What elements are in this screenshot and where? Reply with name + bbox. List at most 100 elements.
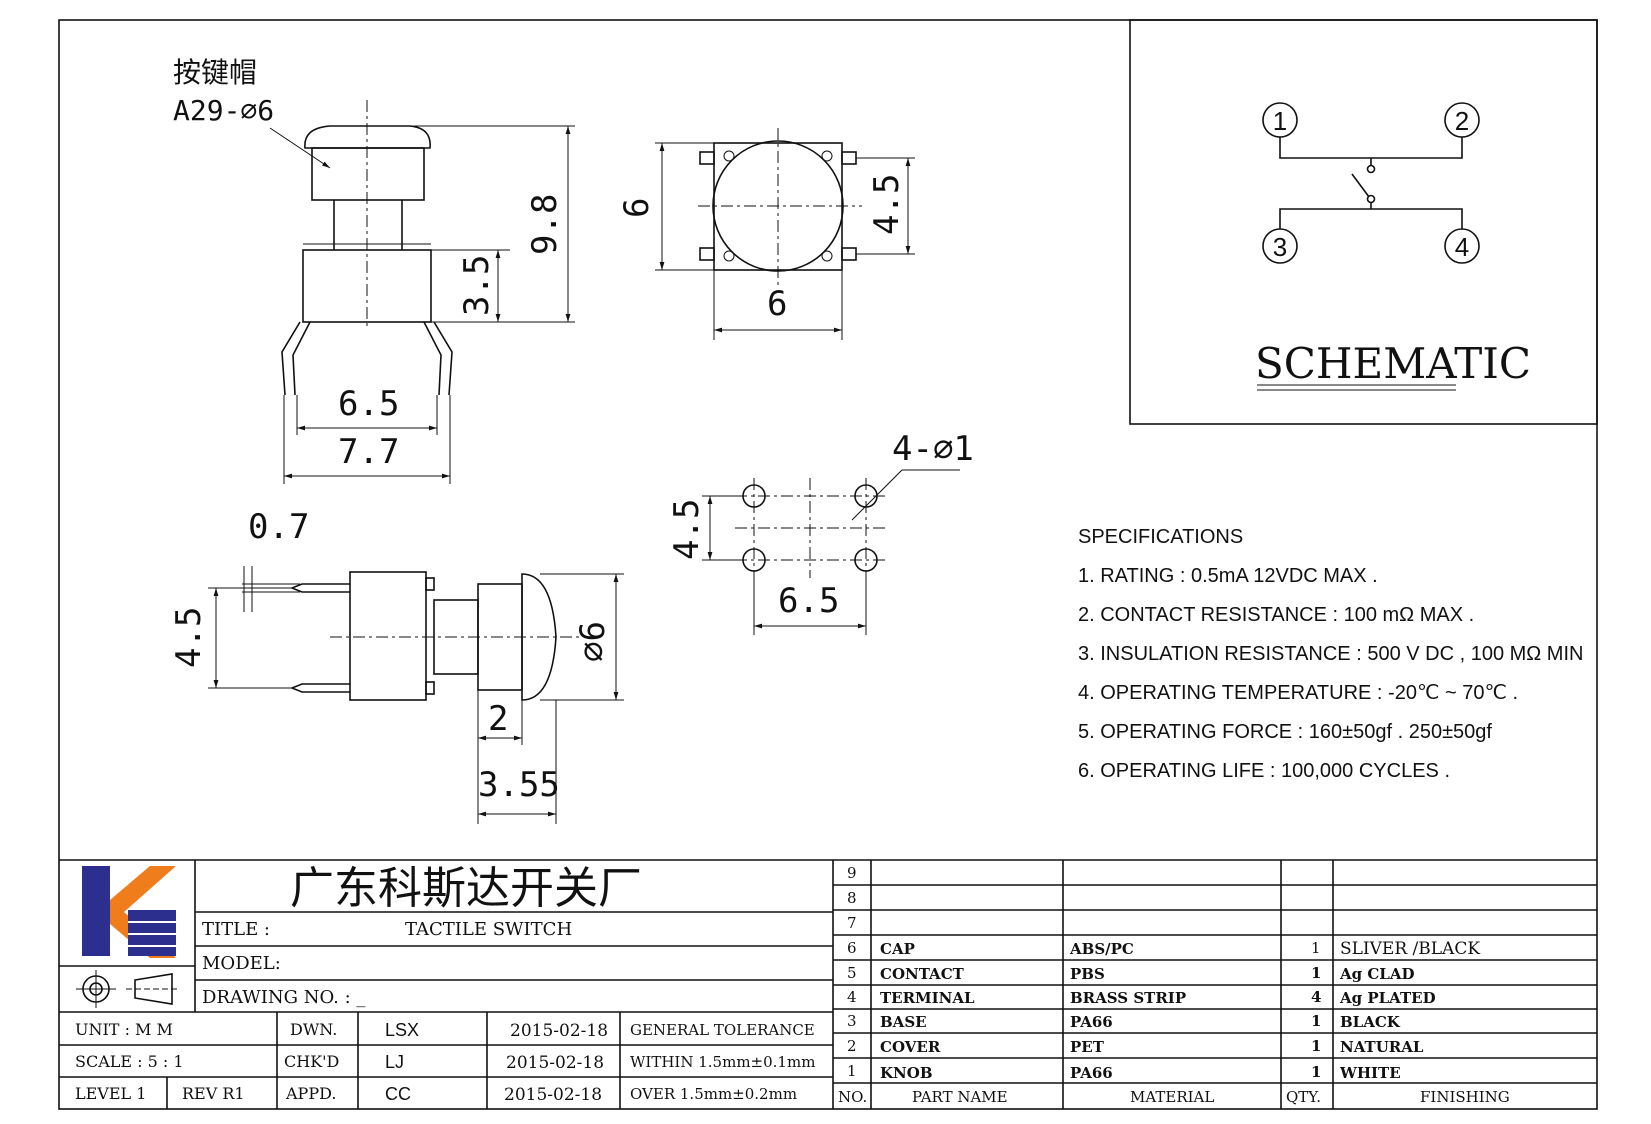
dim-pin-span-inner: 6.5 [338, 384, 399, 424]
spec-item: 4. OPERATING TEMPERATURE : -20℃ ~ 70℃ . [1078, 682, 1518, 704]
bom-no: 2 [847, 1037, 857, 1055]
dim-pin-span-outer: 7.7 [338, 432, 399, 472]
cap-label: 按键帽 [173, 56, 257, 89]
unit-field: UNIT : M M [75, 1020, 173, 1039]
title-label: TITLE : [202, 919, 270, 940]
schematic-pin-2: 2 [1455, 106, 1469, 136]
bom-finishing: Ag CLAD [1339, 965, 1414, 983]
bom-finishing: SLIVER /BLACK [1340, 939, 1480, 959]
bom-finishing: WHITE [1339, 1064, 1401, 1082]
bom-row-no: 7 [847, 914, 857, 932]
bom-finishing: NATURAL [1340, 1038, 1424, 1056]
date-drawn: 2015-02-18 [510, 1021, 608, 1041]
bom-row: 4 TERMINAL BRASS STRIP 4 Ag PLATED [847, 988, 1436, 1007]
bom-qty: 1 [1311, 1037, 1321, 1055]
bom-finishing: BLACK [1340, 1013, 1401, 1031]
bom-qty: 4 [1311, 988, 1321, 1006]
model-label: MODEL: [202, 953, 281, 974]
company-name: 广东科斯达开关厂 [290, 863, 642, 914]
bom-header-no: NO. [838, 1088, 867, 1106]
bom-header-qty: QTY. [1286, 1088, 1321, 1106]
projection-symbol-icon [76, 970, 180, 1008]
bom-material: ABS/PC [1069, 940, 1134, 958]
schematic-pin-3: 3 [1273, 232, 1287, 262]
bom-row: 6 CAP ABS/PC 1 SLIVER /BLACK [847, 939, 1480, 959]
dim-pad-v-pitch: 4.5 [667, 499, 707, 560]
sheet-border [58, 19, 1598, 1110]
bom-part: TERMINAL [880, 989, 975, 1007]
pad-layout: 4-⌀1 4.5 6.5 [667, 429, 974, 635]
tolerance-within: WITHIN 1.5mm±0.1mm [630, 1053, 815, 1071]
title-block: 广东科斯达开关厂 TITLE : TACTILE SWITCH MODEL: D… [59, 859, 1597, 1109]
dim-pad-label: 4-⌀1 [892, 429, 974, 469]
bom-header-part: PART NAME [912, 1088, 1008, 1106]
spec-item: 5. OPERATING FORCE : 160±50gf . 250±50gf [1078, 721, 1492, 743]
tolerance-over: OVER 1.5mm±0.2mm [630, 1085, 797, 1103]
spec-heading: SPECIFICATIONS [1078, 526, 1243, 548]
bom-part: CAP [880, 940, 915, 958]
bom-qty: 1 [1311, 964, 1321, 982]
date-approved: 2015-02-18 [504, 1085, 602, 1105]
spec-item: 1. RATING : 0.5mA 12VDC MAX . [1078, 565, 1378, 587]
schematic-pin-1: 1 [1273, 106, 1287, 136]
bom-row-no: 9 [847, 864, 857, 882]
appd-label: APPD. [285, 1084, 336, 1103]
spec-item: 6. OPERATING LIFE : 100,000 CYCLES . [1078, 760, 1450, 782]
bom-header-material: MATERIAL [1130, 1088, 1214, 1106]
chkd-name: LJ [385, 1052, 404, 1072]
bom-row: 5 CONTACT PBS 1 Ag CLAD [847, 964, 1414, 983]
schematic-title: SCHEMATIC [1255, 339, 1531, 388]
bom-material: PA66 [1070, 1013, 1113, 1031]
bom-row: 3 BASE PA66 1 BLACK [847, 1012, 1401, 1031]
specifications: SPECIFICATIONS 1. RATING : 0.5mA 12VDC M… [1078, 526, 1583, 782]
date-checked: 2015-02-18 [506, 1053, 604, 1073]
spec-item: 2. CONTACT RESISTANCE : 100 mΩ MAX . [1078, 604, 1474, 626]
dim-body-height: 3.5 [457, 255, 497, 316]
bom-row-no: 8 [847, 889, 857, 907]
dim-cap-diameter: ⌀6 [573, 621, 613, 662]
level-field: LEVEL 1 [75, 1084, 146, 1103]
schematic-pin-4: 4 [1455, 232, 1469, 262]
dwn-label: DWN. [290, 1020, 337, 1039]
dim-top-height: 6 [617, 198, 657, 218]
bom-finishing: Ag PLATED [1339, 989, 1436, 1007]
dwn-name: LSX [385, 1020, 419, 1040]
bom-qty: 1 [1311, 1012, 1321, 1030]
front-view: 按键帽 A29-⌀6 9.8 3.5 6.5 7. [173, 56, 575, 484]
dim-cap-step: 2 [488, 699, 508, 739]
schematic-box [1129, 19, 1598, 425]
bom-no: 3 [847, 1012, 857, 1030]
bom-material: PA66 [1070, 1064, 1113, 1082]
bom-no: 1 [847, 1062, 857, 1080]
bom-header-finishing: FINISHING [1420, 1088, 1510, 1106]
rev-field: REV R1 [182, 1084, 245, 1103]
bom-no: 4 [847, 988, 857, 1006]
bom-row: 2 COVER PET 1 NATURAL [847, 1037, 1424, 1056]
spec-item: 3. INSULATION RESISTANCE : 500 V DC , 10… [1078, 643, 1583, 665]
company-logo [82, 866, 176, 958]
appd-name: CC [385, 1084, 411, 1104]
bom-qty: 1 [1311, 1063, 1321, 1081]
bom-row: 1 KNOB PA66 1 WHITE [847, 1062, 1401, 1082]
dim-top-width: 6 [767, 284, 787, 324]
side-view: 0.7 4.5 ⌀6 2 3.55 [169, 507, 624, 824]
bom-part: KNOB [880, 1064, 933, 1082]
bom-no: 5 [847, 964, 857, 982]
bom-qty: 1 [1311, 939, 1321, 957]
title-value: TACTILE SWITCH [405, 919, 572, 940]
bom-part: COVER [880, 1038, 941, 1056]
bom-material: PBS [1070, 965, 1105, 983]
tolerance-general: GENERAL TOLERANCE [630, 1021, 815, 1039]
dim-pin-thickness: 0.7 [248, 507, 309, 547]
chkd-label: CHK'D [284, 1052, 339, 1071]
dim-pad-h-pitch: 6.5 [778, 581, 839, 621]
bom-no: 6 [847, 939, 857, 957]
dim-top-pin-pitch: 4.5 [867, 174, 907, 235]
bom-part: CONTACT [880, 965, 965, 983]
bom-part: BASE [880, 1013, 927, 1031]
bom-material: PET [1070, 1038, 1105, 1056]
dim-cap-length: 3.55 [478, 765, 560, 805]
scale-field: SCALE : 5 : 1 [75, 1052, 184, 1071]
schematic: 1 2 3 4 SCHEMATIC [1255, 102, 1531, 391]
